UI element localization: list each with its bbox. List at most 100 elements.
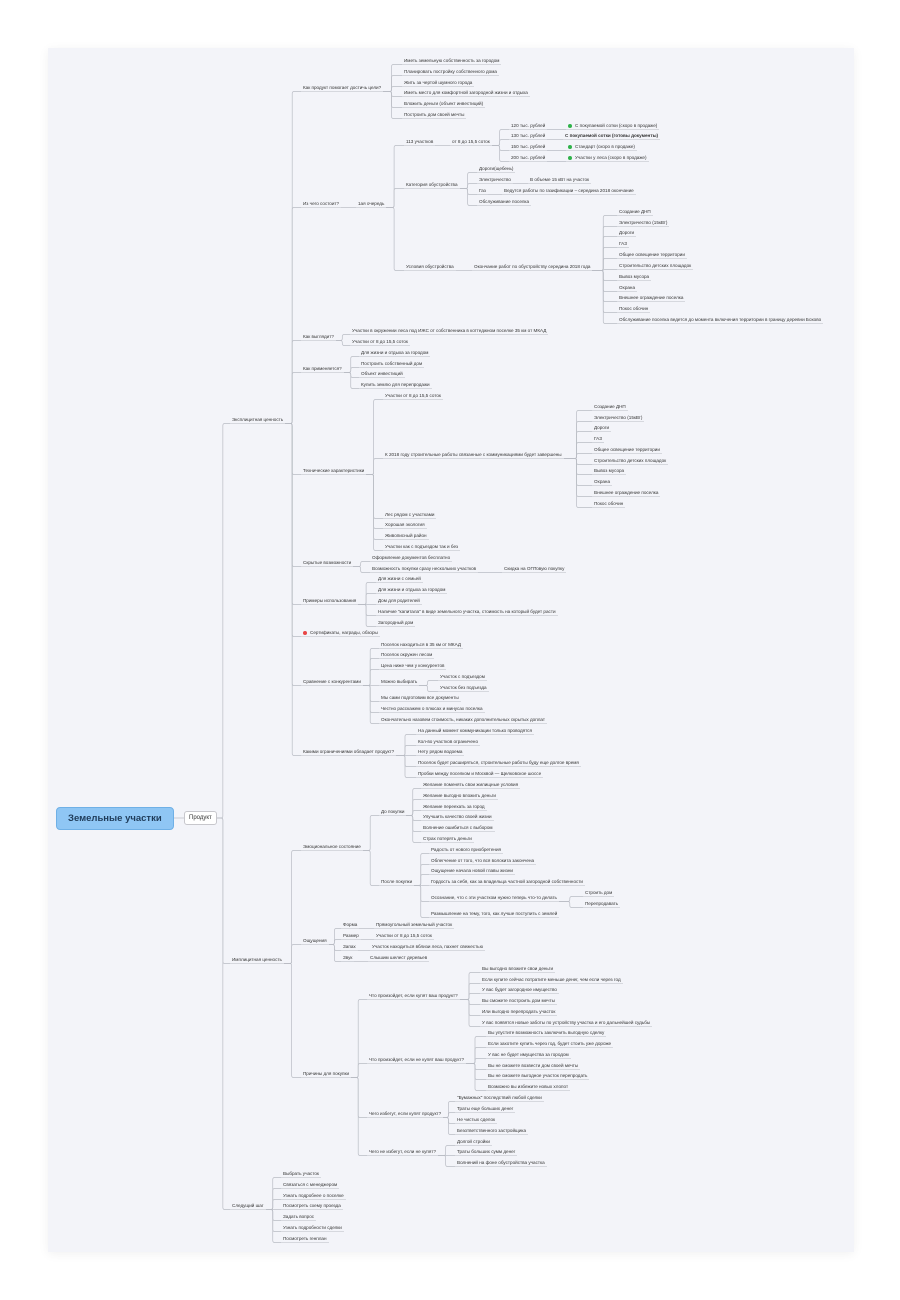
node-b3-4[interactable]: Посмотреть схему проезда	[281, 1203, 343, 1209]
node-c5[interactable]: Общее освещение территории	[617, 252, 687, 258]
node-b2[interactable]: Имплицитная ценность	[230, 957, 284, 963]
node-q2-4[interactable]: Вы не сможете возвести дом своей мечты	[486, 1063, 580, 1069]
node-b1-3-1[interactable]: Участки в окружении леса под ИЖС от собс…	[350, 328, 548, 334]
node-cond-end[interactable]: Окончание работ по обустройству середина…	[472, 264, 592, 270]
node-b1-4-3[interactable]: Объект инвестиций	[359, 371, 405, 377]
node-s2a[interactable]: Участки от 8 до 15,5 соток	[374, 933, 434, 939]
node-c11[interactable]: Обслуживание поселка ведется до момента …	[617, 317, 823, 323]
node-b1-6-2a[interactable]: Скидка на ОПТовую покупку	[502, 566, 566, 572]
node-b3-1[interactable]: Выбрать участок	[281, 1171, 321, 1177]
node-b1-3[interactable]: Как выглядит?	[301, 334, 336, 340]
node-b1-9-3[interactable]: Цена ниже чем у конкурентов	[379, 663, 446, 669]
node-e6[interactable]: Страх потерять деньги	[421, 836, 474, 842]
node-t1[interactable]: Создание ДНП	[592, 404, 628, 410]
node-q4[interactable]: Чего не избегут, если не купят?	[367, 1149, 438, 1155]
central-topic[interactable]: Земельные участки	[56, 806, 174, 830]
node-cat-el[interactable]: Электричество	[477, 177, 513, 183]
node-q1-3[interactable]: У вас будет загородное имущество	[480, 987, 559, 993]
node-q1-4[interactable]: Вы сможете построить дом мечты	[480, 998, 557, 1004]
node-b3-2[interactable]: Связаться с менеджером	[281, 1182, 339, 1188]
node-b1-10[interactable]: Какими ограничениями обладает продукт?	[301, 749, 396, 755]
node-b1-7-3[interactable]: Дом для родителей	[376, 598, 422, 604]
node-b1-5-2[interactable]: К 2018 году строительные работы связанны…	[383, 452, 564, 458]
node-a3[interactable]: Ощущение начала новой главы жизни	[429, 868, 515, 874]
node-b1-10-2[interactable]: Кол-во участков ограничено	[416, 739, 480, 745]
node-b3-5[interactable]: Задать вопрос	[281, 1214, 316, 1220]
node-cond[interactable]: Условия обустройства	[404, 264, 456, 270]
node-e1[interactable]: Желание поменять свои жилищные условия	[421, 782, 520, 788]
node-q2-6[interactable]: Возможно вы избежите новых хлопот	[486, 1084, 570, 1090]
node-b1-1-3[interactable]: Жить за чертой шумного города	[402, 80, 474, 86]
node-b1-5-4[interactable]: Хорошая экология	[383, 522, 427, 528]
node-c10[interactable]: Покос обочин	[617, 306, 650, 312]
node-q4-2[interactable]: Траты больших сумм денег	[455, 1149, 517, 1155]
node-e3[interactable]: Желание переехать за город	[421, 804, 487, 810]
node-b1-10-3[interactable]: Нету рядом водоема	[416, 749, 464, 755]
node-s2[interactable]: Размер	[341, 933, 361, 939]
node-s3a[interactable]: Участок находиться вблизи леса, пахнет с…	[370, 944, 485, 950]
node-s3[interactable]: Запах	[341, 944, 358, 950]
node-a6[interactable]: Размышление на тему, того, как лучше пос…	[429, 911, 559, 917]
node-cat-serv[interactable]: Обслуживание поселка	[477, 199, 531, 205]
node-t8[interactable]: Охрана	[592, 479, 612, 485]
node-p130d[interactable]: С покупаемой сотки (готовы документы)	[563, 133, 660, 139]
node-p120[interactable]: 120 тыс. рублей	[509, 123, 547, 129]
node-c2[interactable]: Электричество (15кВт)	[617, 220, 669, 226]
node-b1-4-2[interactable]: Построить собственный дом	[359, 361, 424, 367]
node-c9[interactable]: Внешнее ограждение поселка	[617, 295, 685, 301]
node-b1-9-4[interactable]: Можно выбирать	[379, 679, 419, 685]
node-b3-3[interactable]: Узнать подробнее о поселке	[281, 1193, 346, 1199]
node-b3-7[interactable]: Посмотреть генплан	[281, 1236, 329, 1242]
topic-product[interactable]: Продукт	[184, 811, 217, 825]
node-b1-5[interactable]: Технические характеристики	[301, 468, 366, 474]
node-b1-5-6[interactable]: Участки как с подъездом так и без	[383, 544, 460, 550]
node-b1-4-1[interactable]: Для жизни и отдыха за городом	[359, 350, 430, 356]
node-q3-2[interactable]: Траты еще больших денег	[455, 1106, 515, 1112]
node-b1-7-4[interactable]: Наличие "капитала" в виде земельного уча…	[376, 609, 558, 615]
node-b1-10-4[interactable]: Поселок будет расширяться, строительные …	[416, 760, 581, 766]
node-q2-1[interactable]: Вы упустите возможность заключить выгодн…	[486, 1030, 606, 1036]
node-b2-1-1[interactable]: До покупки	[379, 809, 406, 815]
node-b1-7[interactable]: Примеры использования	[301, 598, 358, 604]
node-b1-3-2[interactable]: Участки от 8 до 15,5 соток	[350, 339, 410, 345]
node-b1-6[interactable]: Скрытые возможности	[301, 560, 353, 566]
node-b1-2-1[interactable]: 1ая очередь	[356, 201, 386, 207]
node-c3[interactable]: Дороги	[617, 230, 636, 236]
node-a5b[interactable]: Перепродавать	[583, 901, 620, 907]
node-q3-4[interactable]: Безответственного застройщика	[455, 1128, 528, 1134]
node-t4[interactable]: ГАЗ	[592, 436, 604, 442]
node-e5[interactable]: Волнение ошибиться с выбором	[421, 825, 495, 831]
node-b1-1-4[interactable]: Иметь место для комфортной загородной жи…	[402, 90, 530, 96]
node-e2[interactable]: Желание выгодно вложить деньги	[421, 793, 498, 799]
node-b1-1-5[interactable]: Вложить деньги (объект инвестиций)	[402, 101, 485, 107]
node-q2-2[interactable]: Если захотите купить через год, будет ст…	[486, 1041, 613, 1047]
node-b1-1-2[interactable]: Планировать постройку собственного дома	[402, 69, 499, 75]
node-cat-gas-d[interactable]: Ведутся работы по газификации – середина…	[502, 188, 636, 194]
node-q1-5[interactable]: Или выгодно перепродать участок	[480, 1009, 557, 1015]
node-q1-1[interactable]: Вы выгодно вложите свои деньги	[480, 966, 555, 972]
node-a5a[interactable]: Строить дом	[583, 890, 614, 896]
node-q1-6[interactable]: У вас появятся новые заботы по устройств…	[480, 1020, 652, 1026]
node-t2[interactable]: Электричество (15кВт)	[592, 415, 644, 421]
node-p150[interactable]: 150 тыс. рублей	[509, 144, 547, 150]
node-cat-roads[interactable]: Дороги(щебень)	[477, 166, 515, 172]
node-q3-3[interactable]: Не чистых сделок	[455, 1117, 497, 1123]
node-q4-1[interactable]: Долгой стройки	[455, 1139, 492, 1145]
node-b3[interactable]: Следущий шаг	[230, 1203, 266, 1209]
node-b1-4[interactable]: Как применяется?	[301, 366, 344, 372]
node-b2-2[interactable]: Ощущения	[301, 938, 329, 944]
node-c1[interactable]: Создание ДНП	[617, 209, 653, 215]
node-b1-9[interactable]: Сравнение с конкурентами	[301, 679, 363, 685]
node-cat-gas[interactable]: Газ	[477, 188, 488, 194]
node-b1-9-2[interactable]: Поселок окружен лесом	[379, 652, 434, 658]
node-q1[interactable]: Что произойдет, если купят ваш продукт?	[367, 993, 460, 999]
node-p200[interactable]: 200 тыс. рублей	[509, 155, 547, 161]
node-b1-5-5[interactable]: Живописный район	[383, 533, 429, 539]
node-b1-4-4[interactable]: Купить землю для перепродажи	[359, 382, 432, 388]
node-t10[interactable]: Покос обочин	[592, 501, 625, 507]
node-t6[interactable]: Строительство детских площадок	[592, 458, 668, 464]
node-q2-5[interactable]: Вы не сможете выгодное участок перепрода…	[486, 1073, 589, 1079]
node-c4[interactable]: ГАЗ	[617, 241, 629, 247]
node-a4[interactable]: Гордость за себя, как за владельца частн…	[429, 879, 585, 885]
node-s1[interactable]: Форма	[341, 922, 359, 928]
